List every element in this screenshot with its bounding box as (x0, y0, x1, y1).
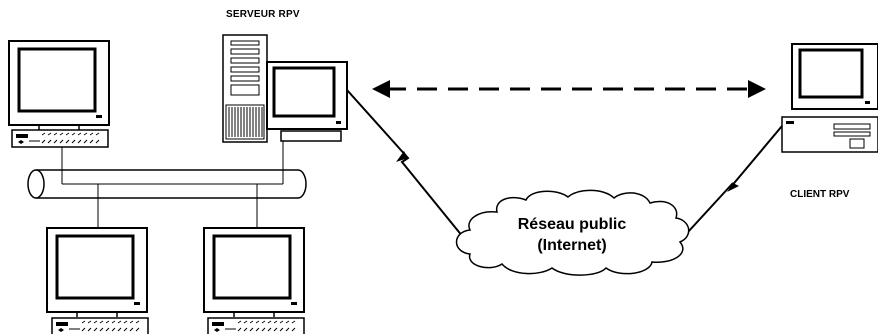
workstation-bottom-middle (202, 226, 306, 334)
tower-server-icon (222, 34, 268, 143)
dashed-double-arrow-icon (372, 80, 766, 98)
desktop-computer-icon (7, 39, 111, 148)
desktop-computer-icon (45, 226, 149, 334)
lightning-link-icon (687, 125, 783, 233)
client-label: CLIENT RPV (790, 189, 850, 200)
cloud-label: Réseau public (Internet) (468, 214, 676, 256)
server-label: SERVEUR RPV (226, 9, 300, 20)
lan-bus (27, 141, 307, 228)
cloud-icon (455, 189, 690, 276)
desktop-computer-icon (781, 43, 878, 153)
vpn-client (781, 43, 878, 153)
workstation-bottom-left (45, 226, 149, 334)
cloud-label-line2: (Internet) (537, 237, 607, 254)
lightning-link-icon (346, 89, 464, 238)
desktop-computer-icon (202, 226, 306, 334)
vpn-server (222, 34, 348, 143)
desktop-computer-icon (266, 61, 348, 142)
cloud-label-line1: Réseau public (517, 216, 627, 233)
workstation-top-left (7, 39, 111, 148)
